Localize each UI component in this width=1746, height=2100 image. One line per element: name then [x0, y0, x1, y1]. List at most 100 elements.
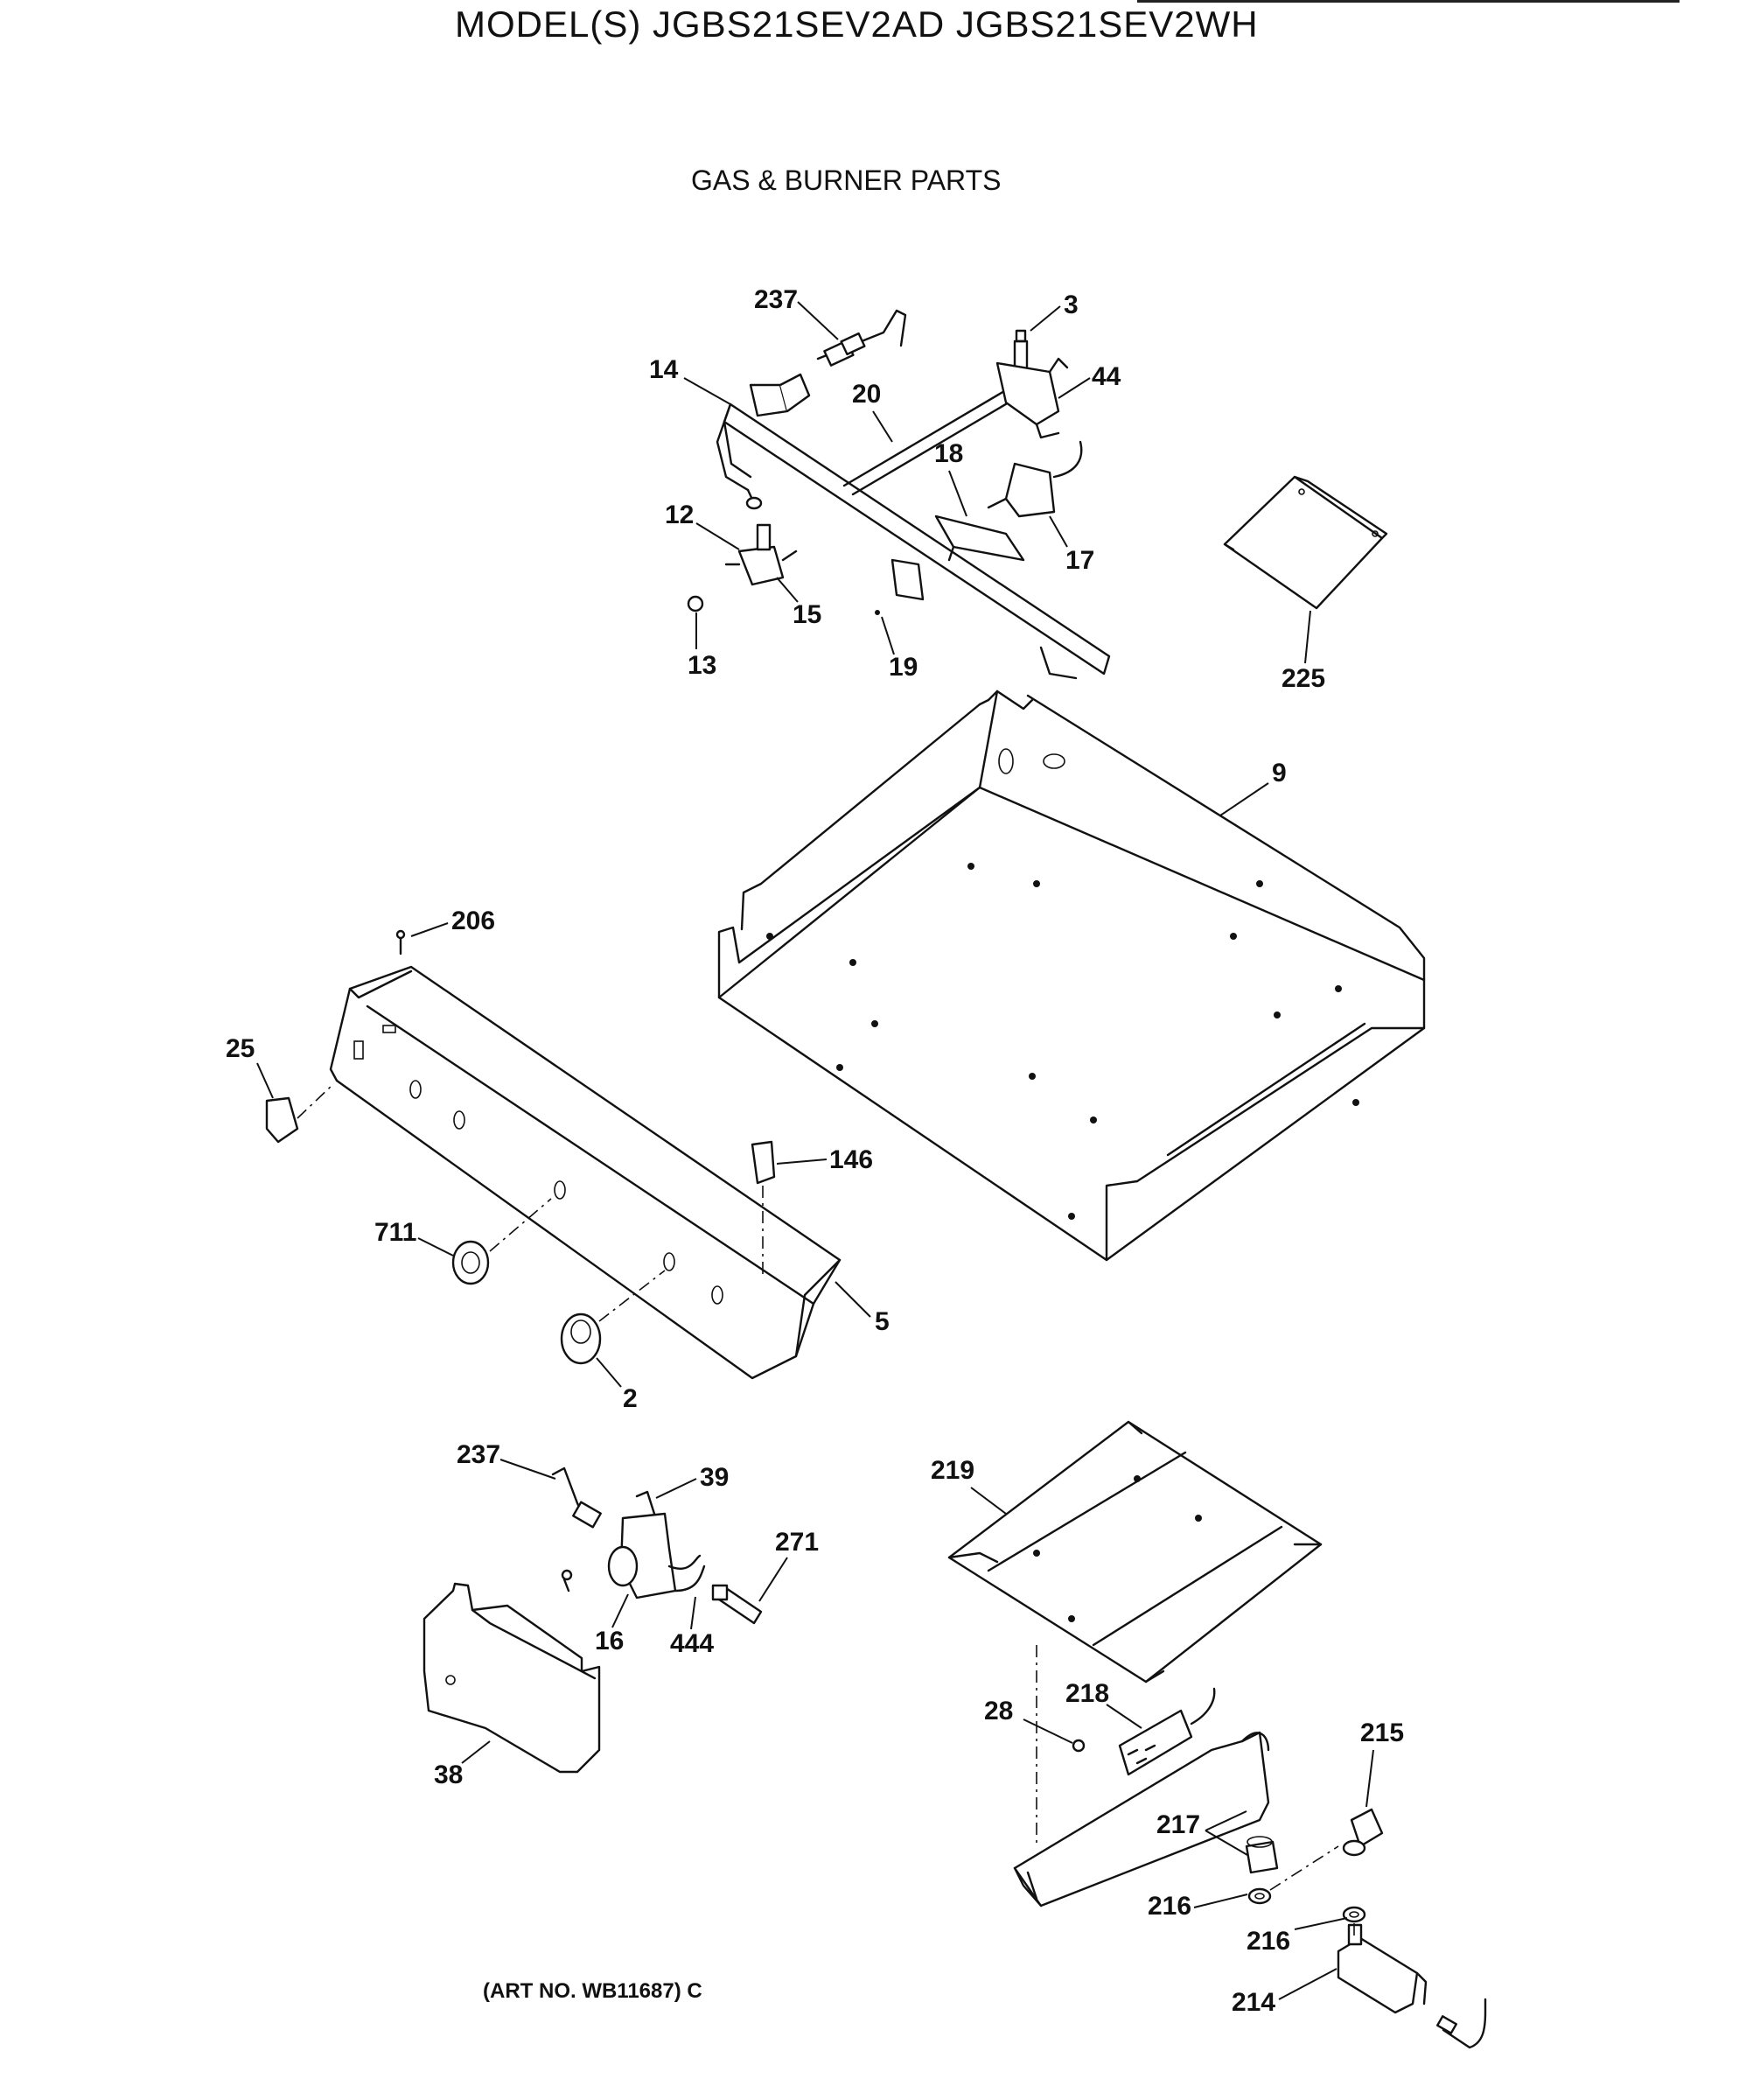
spud-217 [1245, 1836, 1279, 1874]
bracket-215 [1342, 1808, 1384, 1857]
svg-text:216: 216 [1148, 1892, 1191, 1921]
gas-line-tube-bottom [551, 1466, 602, 1529]
svg-text:18: 18 [934, 439, 963, 468]
washer-216a [1247, 1887, 1272, 1905]
callout-39: 39 [655, 1463, 729, 1499]
svg-text:214: 214 [1232, 1988, 1275, 2017]
svg-text:20: 20 [852, 380, 881, 409]
header-rule [1137, 0, 1680, 3]
gas-tube-20 [842, 383, 1025, 496]
callout-215: 215 [1360, 1718, 1404, 1808]
svg-text:218: 218 [1065, 1679, 1109, 1708]
bracket-18 [934, 514, 1025, 562]
switch-17 [987, 440, 1083, 518]
models-title: MODEL(S) JGBS21SEV2AD JGBS21SEV2WH [455, 4, 1259, 45]
svg-text:9: 9 [1272, 759, 1287, 788]
baffle-219 [947, 1420, 1323, 1684]
callout-20: 20 [852, 380, 893, 443]
burner-box-9 [717, 690, 1426, 1262]
callout-14: 14 [649, 355, 731, 405]
svg-text:237: 237 [457, 1440, 500, 1469]
callout-219: 219 [931, 1456, 1007, 1515]
clip-25 [265, 1084, 333, 1144]
svg-text:444: 444 [670, 1629, 714, 1658]
clip-146 [751, 1140, 776, 1278]
svg-text:271: 271 [775, 1528, 819, 1557]
callout-17: 17 [1049, 515, 1094, 575]
callout-711: 711 [374, 1218, 454, 1256]
svg-text:13: 13 [688, 651, 716, 680]
callout-38: 38 [434, 1740, 491, 1789]
manifold-fitting [749, 373, 811, 417]
callout-225: 225 [1282, 610, 1325, 693]
svg-text:206: 206 [451, 906, 495, 935]
svg-text:38: 38 [434, 1760, 463, 1789]
callout-18: 18 [934, 439, 967, 517]
callout-44: 44 [1058, 362, 1121, 399]
bracket-19 [875, 558, 925, 615]
callout-2: 2 [596, 1357, 638, 1413]
svg-text:216: 216 [1247, 1927, 1290, 1956]
callout-206: 206 [410, 906, 495, 937]
svg-text:12: 12 [665, 500, 694, 529]
burner-tube [1013, 1731, 1270, 1908]
screw-small [561, 1569, 573, 1592]
callout-3: 3 [1030, 290, 1079, 332]
callout-271: 271 [758, 1528, 819, 1602]
callout-25: 25 [226, 1034, 274, 1099]
callout-237-top: 237 [754, 285, 839, 340]
svg-text:5: 5 [875, 1307, 890, 1336]
svg-text:15: 15 [793, 600, 821, 629]
svg-text:19: 19 [889, 653, 918, 682]
callout-216-left: 216 [1148, 1892, 1248, 1921]
svg-text:711: 711 [374, 1218, 416, 1247]
callout-12: 12 [665, 500, 740, 550]
bezel-711 [451, 1198, 552, 1285]
svg-text:146: 146 [829, 1145, 873, 1174]
assembly-line-216 [1269, 1845, 1339, 1891]
washer-small [745, 496, 763, 510]
fitting-271 [711, 1584, 763, 1625]
svg-text:219: 219 [931, 1456, 974, 1485]
callout-9: 9 [1219, 759, 1287, 816]
svg-text:39: 39 [700, 1463, 729, 1492]
callout-16: 16 [595, 1593, 629, 1656]
shield-225 [1223, 475, 1388, 610]
callout-28: 28 [984, 1697, 1073, 1744]
callout-19: 19 [881, 616, 918, 682]
valve-shield-38 [423, 1582, 601, 1774]
igniter-218 [1118, 1687, 1216, 1776]
manifold-panel-5 [329, 965, 842, 1380]
art-number: (ART NO. WB11687) C [483, 1979, 702, 2003]
callout-237-bottom: 237 [457, 1440, 556, 1480]
callout-5: 5 [835, 1281, 890, 1336]
gas-line-tube-top [816, 309, 907, 367]
svg-text:16: 16 [595, 1627, 624, 1656]
callout-214: 214 [1232, 1968, 1337, 2017]
svg-text:215: 215 [1360, 1718, 1404, 1747]
callout-216-right: 216 [1247, 1917, 1348, 1956]
washer-216b [1342, 1906, 1366, 1923]
nut-13 [687, 595, 704, 612]
svg-text:2: 2 [623, 1384, 638, 1413]
knob-2 [560, 1270, 666, 1365]
section-title: GAS & BURNER PARTS [691, 164, 1002, 196]
callout-13: 13 [688, 612, 716, 680]
svg-text:225: 225 [1282, 664, 1325, 693]
valve-39 [607, 1490, 706, 1600]
svg-text:3: 3 [1064, 290, 1079, 319]
svg-text:17: 17 [1065, 546, 1094, 575]
callout-444: 444 [670, 1596, 714, 1658]
callout-218: 218 [1065, 1679, 1142, 1729]
valve-12 [724, 523, 798, 586]
svg-text:28: 28 [984, 1697, 1013, 1726]
svg-text:14: 14 [649, 355, 679, 384]
orifice-bracket-44 [995, 357, 1069, 439]
callout-15: 15 [776, 577, 821, 629]
valve-214 [1337, 1923, 1487, 2049]
svg-text:237: 237 [754, 285, 798, 314]
screw-206 [395, 929, 406, 956]
screw-28 [1072, 1739, 1086, 1753]
svg-text:25: 25 [226, 1034, 255, 1063]
